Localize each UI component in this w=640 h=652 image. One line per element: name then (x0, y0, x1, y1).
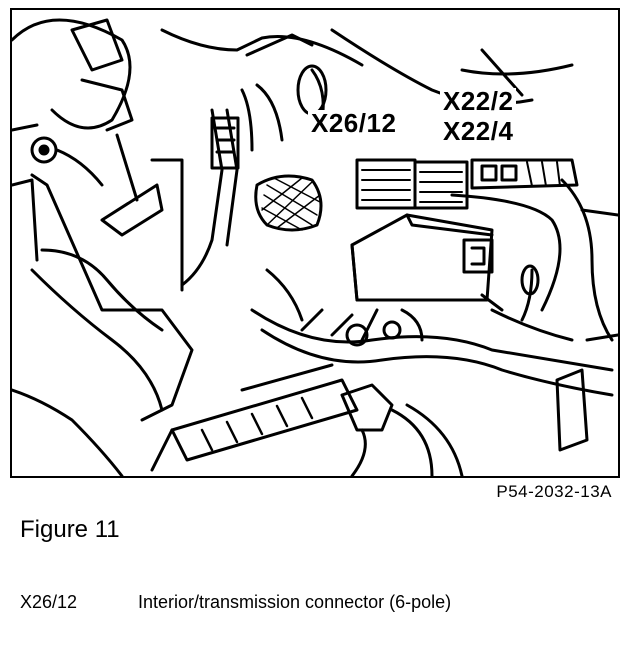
connector-strip (470, 158, 579, 190)
line-drawing (12, 18, 618, 476)
pedal (254, 174, 323, 232)
connector-x22 (413, 160, 469, 210)
control-module-box (350, 213, 504, 312)
callout-x26-12: X26/12 (308, 110, 400, 136)
callout-x22-4: X22/4 (440, 118, 517, 144)
steering-hub-outline (12, 18, 132, 130)
figure-title: Figure 11 (20, 516, 120, 543)
wiring-illustration: X26/12 X22/2 X22/4 (10, 8, 620, 478)
callout-x22-2: X22/2 (440, 88, 517, 114)
connector-x26-12 (355, 158, 417, 210)
vertical-harness (180, 108, 224, 287)
right-bracket (555, 368, 589, 452)
legend-item-description: Interior/transmission connector (6-pole) (138, 592, 452, 612)
figure-code: P54-2032-13A (496, 482, 612, 501)
legend-item-code: X26/12 (20, 592, 78, 612)
comb-connector (170, 378, 359, 462)
small-connector (210, 116, 240, 170)
main-harness (250, 308, 614, 372)
left-panel (30, 173, 194, 422)
